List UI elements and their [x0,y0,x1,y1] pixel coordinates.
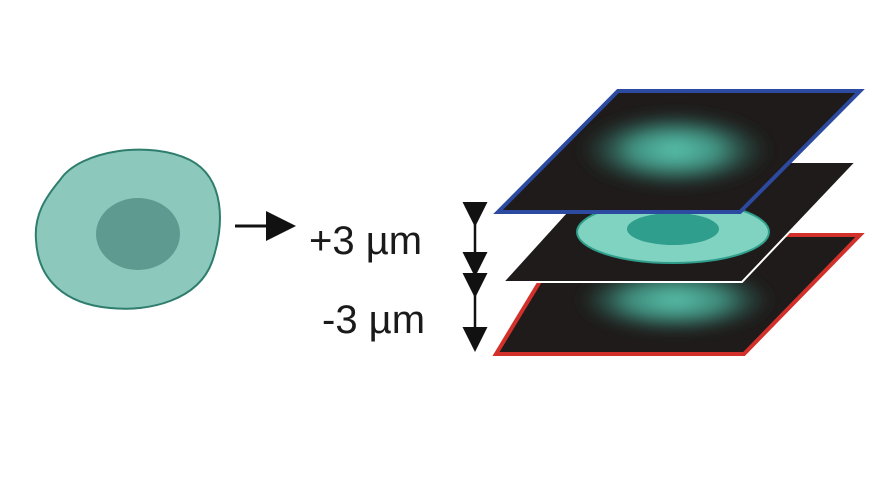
cell-nucleus [96,198,180,270]
plane-above [493,89,865,214]
label-minus-3um: -3 µm [322,298,425,342]
cell [34,148,221,310]
label-plus-3um: +3 µm [309,219,422,263]
sharp-nucleus [627,213,719,245]
blurred-cell-above [575,110,775,190]
